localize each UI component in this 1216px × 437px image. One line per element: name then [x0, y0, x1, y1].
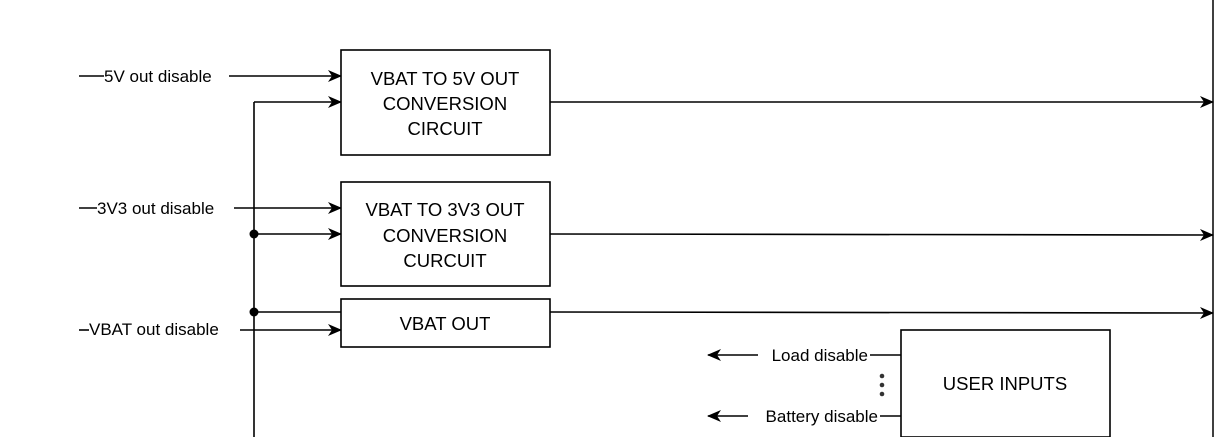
5v-block-line-3: CIRCUIT	[407, 118, 482, 139]
3v3-converter-block: VBAT TO 3V3 OUT CONVERSION CURCUIT	[340, 181, 551, 287]
battery-disable-label: Battery disable	[766, 407, 878, 426]
vbat-out-label: VBAT OUT	[400, 313, 491, 334]
5v-converter-block: VBAT TO 5V OUT CONVERSION CIRCUIT	[340, 49, 551, 156]
3v3-block-line-2: CONVERSION	[383, 225, 507, 246]
5v-block-line-1: VBAT TO 5V OUT	[371, 68, 520, 89]
vbat-out-block: VBAT OUT	[340, 298, 551, 348]
3v3-block-line-1: VBAT TO 3V3 OUT	[365, 199, 524, 220]
5v-block-line-2: CONVERSION	[383, 93, 507, 114]
3v3-block-line-3: CURCUIT	[403, 250, 486, 271]
vbat-output-arrow	[549, 306, 1214, 319]
ellipsis-dots-icon	[879, 373, 885, 397]
vbat-disable-label: VBAT out disable	[89, 320, 219, 339]
user-inputs-block: USER INPUTS	[900, 329, 1111, 437]
3v3-disable-label: 3V3 out disable	[97, 199, 214, 218]
user-inputs-label: USER INPUTS	[943, 373, 1067, 394]
load-disable-label: Load disable	[772, 346, 868, 365]
3v3-output-arrow	[549, 228, 1214, 241]
5v-disable-label: 5V out disable	[104, 67, 212, 86]
